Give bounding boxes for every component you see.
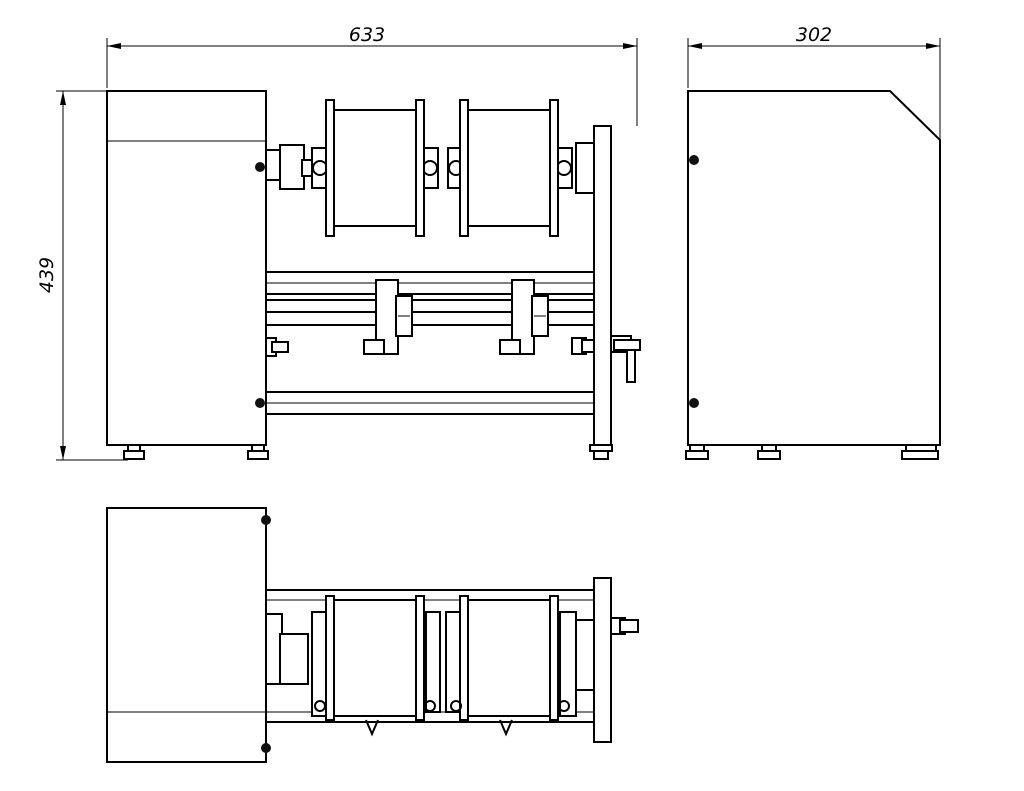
cabinet-feet xyxy=(123,444,269,460)
dimension-front-width: 633 xyxy=(106,24,638,126)
dimension-front-height: 439 xyxy=(36,90,128,461)
hinge-dot-top xyxy=(255,162,265,172)
side-hinge-dot-bottom xyxy=(689,398,699,408)
end-plate xyxy=(593,125,612,446)
side-view xyxy=(685,90,941,460)
clamp-left xyxy=(265,337,289,357)
handle-icon xyxy=(610,335,641,383)
top-spool-1 xyxy=(325,595,425,721)
spool-2 xyxy=(459,99,559,237)
top-view xyxy=(106,507,639,763)
cabinet-front xyxy=(106,90,267,446)
side-hinge-dot-top xyxy=(689,155,699,165)
top-end-plate xyxy=(593,577,612,743)
hinge-dot-bottom xyxy=(255,398,265,408)
spool-1 xyxy=(325,99,425,237)
dimension-label-front-width: 633 xyxy=(349,24,385,46)
dimension-label-front-height: 439 xyxy=(36,257,58,293)
top-handle-icon xyxy=(610,617,639,635)
guide-pulley-1 xyxy=(363,279,413,355)
clamp-right xyxy=(571,337,595,355)
side-feet xyxy=(685,444,939,460)
dimension-label-side-width: 302 xyxy=(796,24,832,46)
cabinet-top xyxy=(106,507,267,763)
top-spool-2 xyxy=(459,595,559,721)
dimension-side-width: 302 xyxy=(687,24,941,140)
cabinet-side xyxy=(687,90,941,446)
guide-pulley-2 xyxy=(499,279,549,355)
front-view xyxy=(106,90,641,460)
